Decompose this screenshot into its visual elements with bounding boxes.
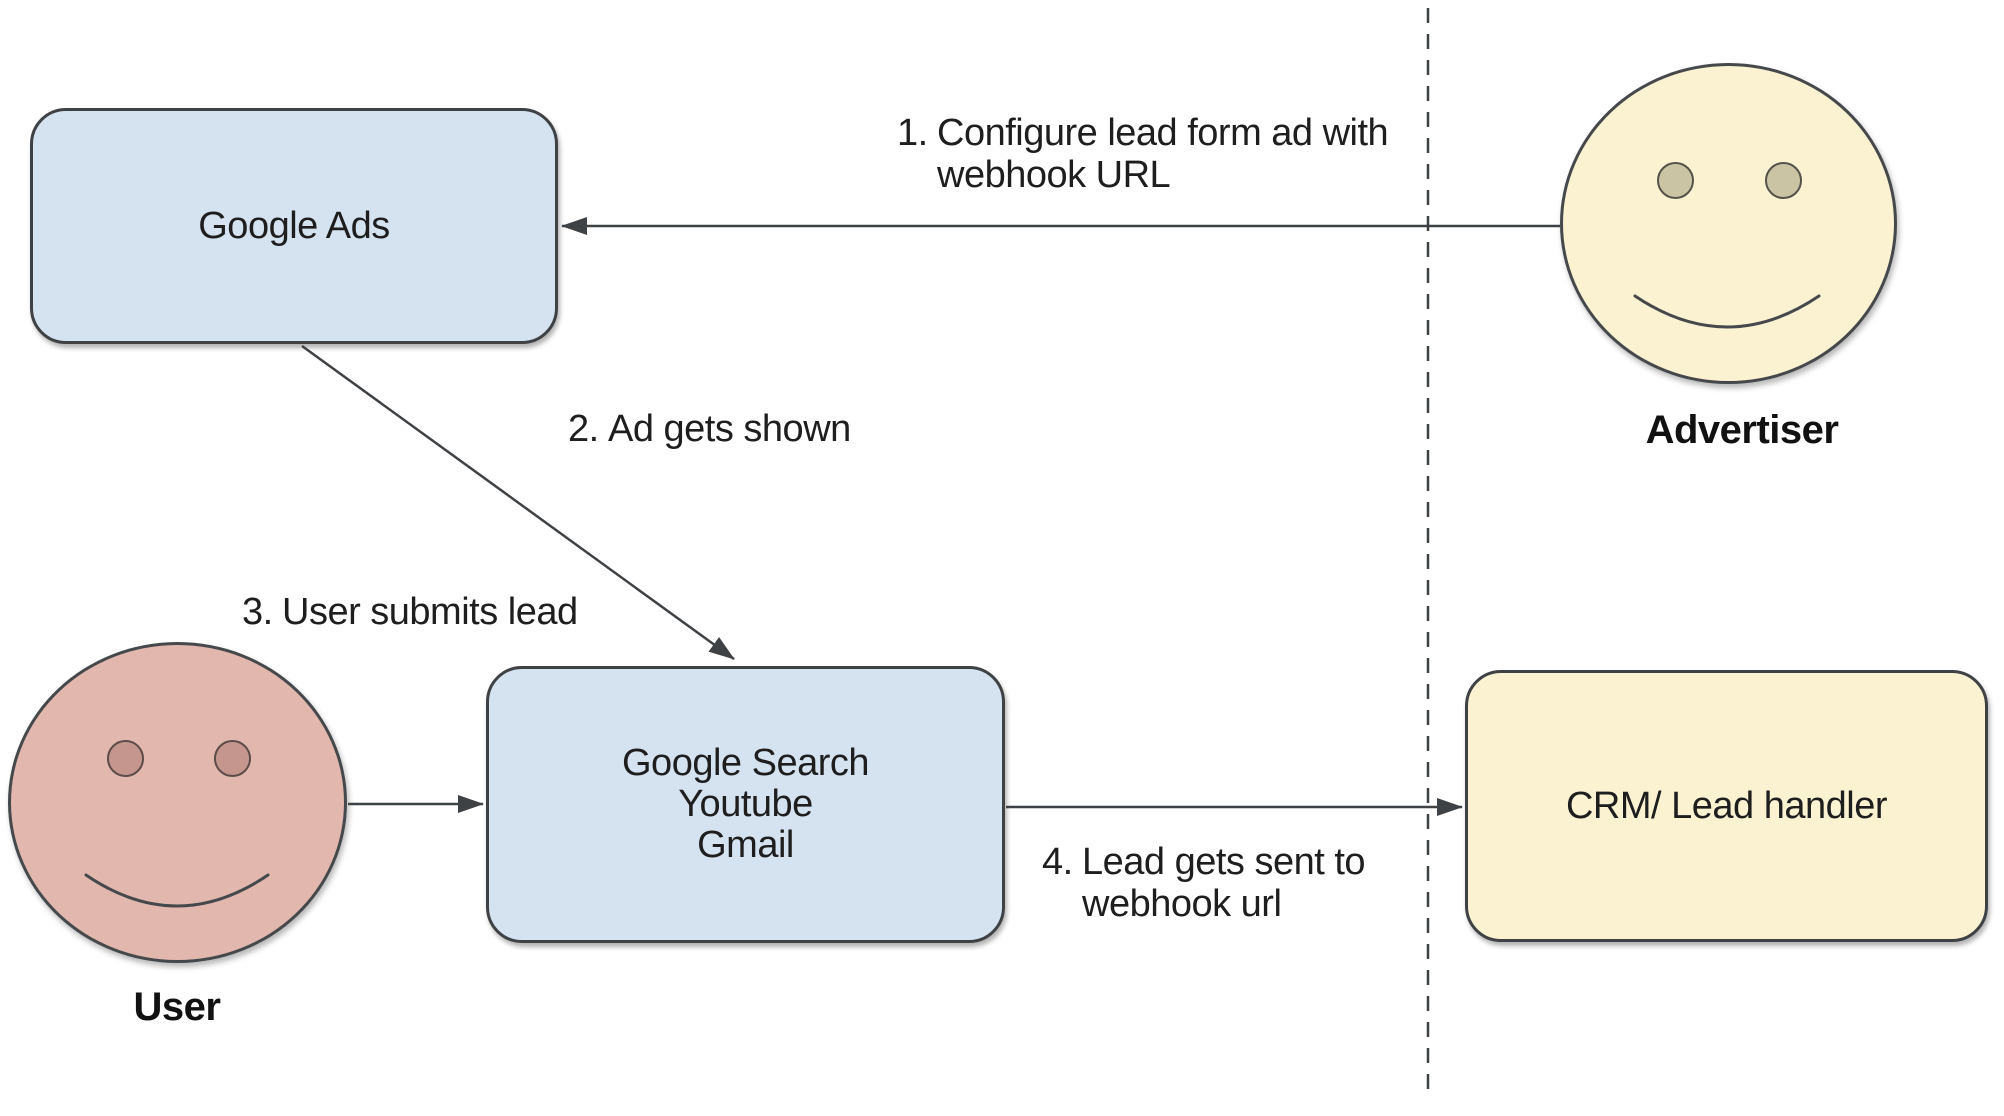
step-2-annotation: 2. Ad gets shown [568, 408, 851, 450]
crm-label: CRM/ Lead handler [1565, 784, 1888, 827]
step-2-number: 2. [568, 408, 599, 450]
advertiser-left-eye-icon [1657, 162, 1694, 199]
platforms-line-youtube: Youtube [678, 783, 813, 825]
step-1-number: 1. [897, 112, 928, 154]
crm-node: CRM/ Lead handler [1465, 670, 1988, 942]
platforms-line-gmail: Gmail [697, 824, 794, 866]
step-2-line-1: Ad gets shown [608, 408, 851, 450]
step-3-line-1: User submits lead [282, 591, 578, 633]
step-4-line-1: Lead gets sent to [1082, 841, 1366, 883]
user-face-icon [8, 642, 347, 963]
step-1-annotation: 1. Configure lead form ad with webhook U… [897, 112, 1389, 196]
google-ads-node: Google Ads [30, 108, 558, 344]
step-1-line-2: webhook URL [937, 154, 1171, 196]
platforms-node: Google Search Youtube Gmail [486, 666, 1005, 943]
step-3-number: 3. [242, 591, 273, 633]
step-3-annotation: 3. User submits lead [242, 591, 578, 633]
step-4-line-2: webhook url [1082, 883, 1282, 925]
user-right-eye-icon [214, 740, 251, 777]
advertiser-face-icon [1560, 63, 1897, 384]
user-label: User [133, 985, 221, 1029]
platforms-line-google-search: Google Search [622, 742, 870, 784]
advertiser-label: Advertiser [1645, 408, 1839, 452]
user-left-eye-icon [107, 740, 144, 777]
platforms-label: Google Search Youtube Gmail [622, 742, 870, 866]
google-ads-label: Google Ads [198, 204, 390, 247]
step-4-annotation: 4. Lead gets sent to webhook url [1042, 841, 1366, 925]
step-1-line-1: Configure lead form ad with [937, 112, 1389, 154]
advertiser-right-eye-icon [1765, 162, 1802, 199]
step-4-number: 4. [1042, 841, 1073, 883]
